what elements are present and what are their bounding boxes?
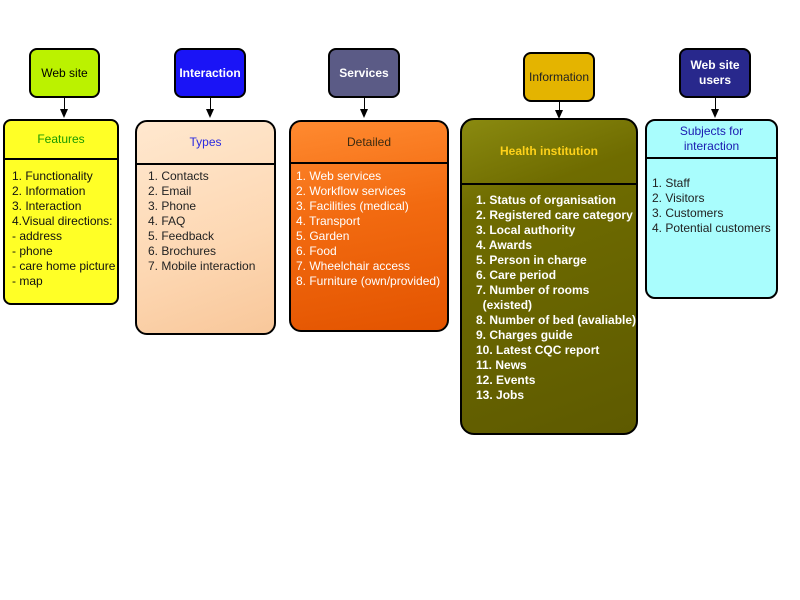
types-card: Types 1. Contacts 2. Email 3. Phone 4. F… (135, 120, 276, 335)
list-item: 1. Web services (296, 169, 382, 183)
list-item: 3. Interaction (12, 199, 82, 213)
web-site-node: Web site (29, 48, 100, 98)
types-list: 1. Contacts 2. Email 3. Phone 4. FAQ 5. … (148, 169, 255, 274)
list-item: 6. Care period (476, 268, 557, 282)
list-item: - address (12, 229, 63, 243)
web-site-node-label: Web site (41, 65, 88, 80)
web-site-users-node-label: Web site users (690, 58, 740, 87)
list-item: 1. Contacts (148, 169, 209, 183)
list-item: 5. Person in charge (476, 253, 587, 267)
features-list: 1. Functionality 2. Information 3. Inter… (12, 169, 115, 289)
information-node-label: Information (528, 69, 590, 84)
detailed-list: 1. Web services 2. Workflow services 3. … (296, 169, 440, 289)
detailed-header: Detailed (291, 122, 447, 164)
list-item: 11. News (476, 358, 527, 372)
list-item: 1. Status of organisation (476, 193, 617, 207)
list-item: - map (12, 274, 43, 288)
list-item: 7. Number of rooms (476, 283, 590, 297)
list-item: 8. Number of bed (avaliable) (476, 313, 637, 327)
subjects-header: Subjects for interaction (647, 121, 776, 159)
list-item: 3. Phone (148, 199, 197, 213)
list-item: 9. Charges guide (476, 328, 573, 342)
features-header-label: Features (37, 132, 85, 146)
list-item: 10. Latest CQC report (476, 343, 600, 357)
health-institution-header-label: Health institution (500, 144, 598, 158)
list-item: 5. Feedback (148, 229, 215, 243)
health-institution-list: 1. Status of organisation 2. Registered … (476, 193, 636, 403)
list-item: (existed) (476, 298, 533, 312)
list-item: 4. Potential customers (652, 221, 771, 235)
list-item: 4. FAQ (148, 214, 186, 228)
health-institution-card: Health institution 1. Status of organisa… (460, 118, 638, 435)
subjects-card: Subjects for interaction 1. Staff 2. Vis… (645, 119, 778, 299)
list-item: 2. Visitors (652, 191, 705, 205)
features-header: Features (5, 121, 117, 160)
list-item: 3. Local authority (476, 223, 576, 237)
list-item: 2. Email (148, 184, 192, 198)
features-card: Features 1. Functionality 2. Information… (3, 119, 119, 305)
list-item: 4.Visual directions: (12, 214, 113, 228)
subjects-list: 1. Staff 2. Visitors 3. Customers 4. Pot… (652, 176, 771, 236)
types-header: Types (137, 122, 274, 165)
list-item: 3. Facilities (medical) (296, 199, 409, 213)
services-node: Services (328, 48, 400, 98)
subjects-header-label: Subjects for interaction (679, 124, 744, 153)
list-item: 6. Food (296, 244, 337, 258)
information-node: Information (523, 52, 595, 102)
list-item: 7. Mobile interaction (148, 259, 256, 273)
services-node-label: Services (339, 65, 389, 80)
list-item: 5. Garden (296, 229, 350, 243)
list-item: 2. Information (12, 184, 86, 198)
list-item: 3. Customers (652, 206, 724, 220)
list-item: - phone (12, 244, 53, 258)
list-item: 1. Staff (652, 176, 690, 190)
list-item: 1. Functionality (12, 169, 93, 183)
list-item: - care home picture (12, 259, 116, 273)
detailed-header-label: Detailed (346, 134, 392, 149)
list-item: 4. Awards (476, 238, 533, 252)
list-item: 6. Brochures (148, 244, 217, 258)
list-item: 2. Workflow services (296, 184, 406, 198)
interaction-node-label: Interaction (179, 65, 241, 80)
web-site-users-node: Web site users (679, 48, 751, 98)
interaction-node: Interaction (174, 48, 246, 98)
list-item: 12. Events (476, 373, 536, 387)
list-item: 13. Jobs (476, 388, 525, 402)
health-institution-header: Health institution (462, 120, 636, 185)
detailed-card: Detailed 1. Web services 2. Workflow ser… (289, 120, 449, 332)
list-item: 8. Furniture (own/provided) (296, 274, 441, 288)
list-item: 4. Transport (296, 214, 361, 228)
types-header-label: Types (189, 135, 222, 149)
list-item: 2. Registered care category (476, 208, 633, 222)
list-item: 7. Wheelchair access (296, 259, 411, 273)
